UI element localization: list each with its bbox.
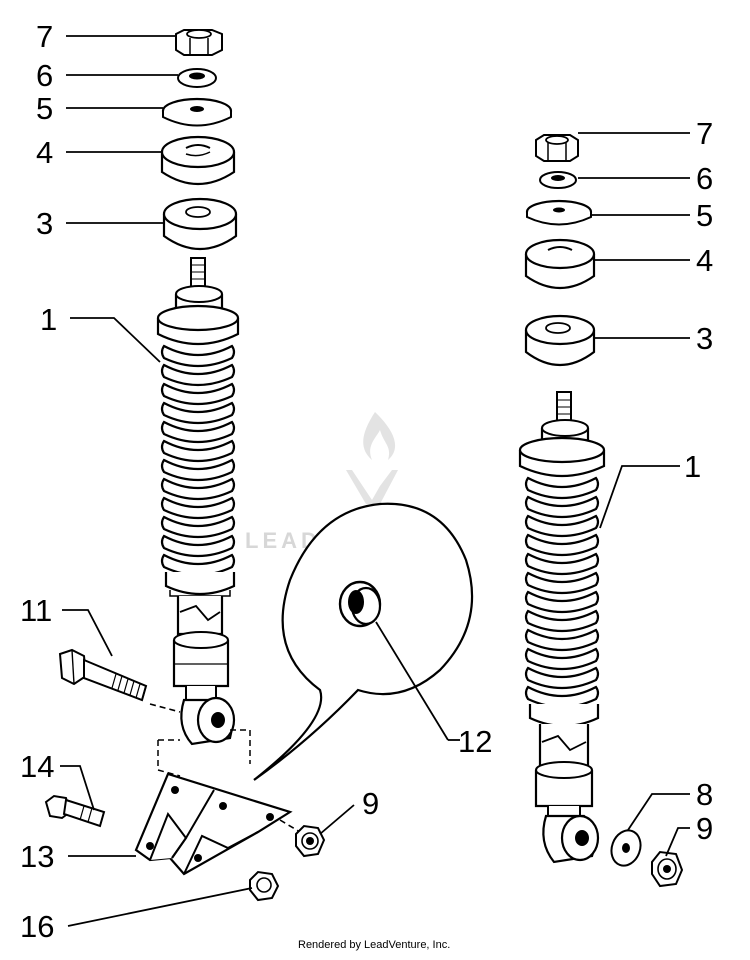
label-right-4: 4 xyxy=(696,243,713,278)
label-left-5: 5 xyxy=(36,91,53,126)
label-13: 13 xyxy=(20,839,54,874)
label-right-1: 1 xyxy=(684,449,701,484)
left-bushing-3 xyxy=(162,197,238,251)
label-left-6: 6 xyxy=(36,58,53,93)
left-washer-5 xyxy=(161,97,233,127)
label-11: 11 xyxy=(20,593,52,628)
nut-16 xyxy=(249,870,280,902)
label-left-7: 7 xyxy=(36,19,53,54)
bracket-13 xyxy=(134,772,301,876)
label-right-9: 9 xyxy=(696,811,713,846)
label-left-9: 9 xyxy=(362,786,379,821)
right-nut-7 xyxy=(535,134,579,162)
callout-numbers: 7 6 5 4 3 1 11 14 13 16 9 12 7 6 5 4 3 1… xyxy=(20,19,713,944)
label-right-6: 6 xyxy=(696,161,713,196)
bolt-14 xyxy=(44,794,106,828)
credit-text: Rendered by LeadVenture, Inc. xyxy=(298,939,450,951)
right-lock-washer-6 xyxy=(539,171,577,189)
bolt-11 xyxy=(58,648,181,713)
alignment-guide xyxy=(157,729,251,777)
label-left-1: 1 xyxy=(40,302,57,337)
label-12: 12 xyxy=(458,724,492,759)
left-lock-washer-6 xyxy=(177,68,217,88)
leader-lines xyxy=(60,35,690,927)
label-16: 16 xyxy=(20,909,54,944)
label-right-5: 5 xyxy=(696,198,713,233)
right-washer-5 xyxy=(525,199,593,226)
right-nut-9 xyxy=(651,850,684,888)
label-right-7: 7 xyxy=(696,116,713,151)
left-nut-9 xyxy=(295,824,326,858)
label-right-3: 3 xyxy=(696,321,713,356)
left-bushing-4 xyxy=(160,135,236,186)
right-bushing-3 xyxy=(524,314,596,366)
right-washer-8 xyxy=(610,829,642,867)
label-left-4: 4 xyxy=(36,135,53,170)
right-shock-absorber-1 xyxy=(518,391,606,864)
detail-callout-12 xyxy=(253,502,474,781)
left-nut-7 xyxy=(175,29,223,56)
label-left-3: 3 xyxy=(36,206,53,241)
right-bushing-4 xyxy=(524,238,596,289)
label-14: 14 xyxy=(20,749,54,784)
left-shock-absorber-1 xyxy=(156,257,240,746)
label-right-8: 8 xyxy=(696,777,713,812)
